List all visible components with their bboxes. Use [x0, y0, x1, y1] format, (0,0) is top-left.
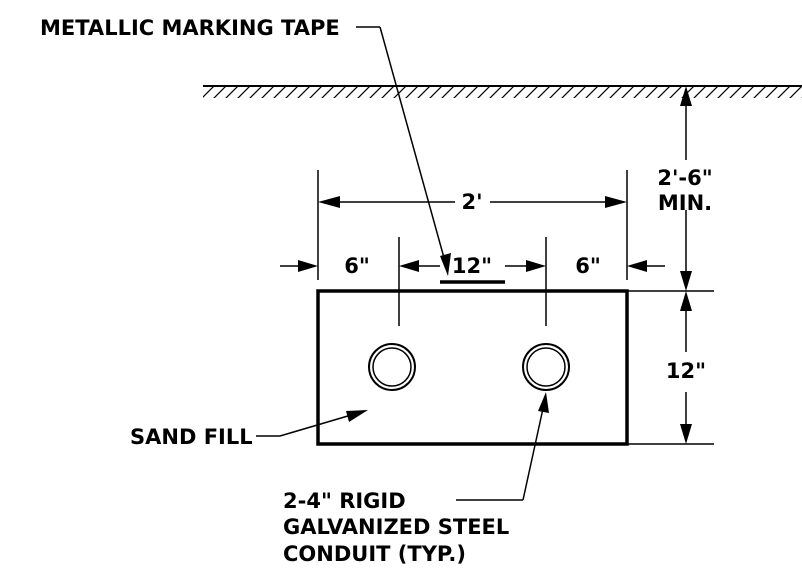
trench-outline [316, 289, 629, 446]
height-dimension [627, 290, 714, 445]
marking-tape-leader [356, 26, 451, 276]
right-offset-label: 6" [575, 254, 601, 278]
depth-value-label: 2'-6" [657, 166, 712, 190]
sand-fill-leader [256, 410, 368, 437]
sand-fill-label: SAND FILL [130, 425, 253, 449]
ground-surface [203, 85, 802, 98]
width-dimension [317, 170, 628, 280]
depth-dimension [680, 86, 692, 291]
conduit-label-line2: GALVANIZED STEEL [283, 515, 509, 539]
left-offset-label: 6" [344, 254, 370, 278]
conduit-label-line1: 2-4" RIGID [283, 489, 406, 513]
trench-height-label: 12" [666, 359, 706, 383]
conduit-left [368, 343, 416, 391]
conduit-leader [456, 392, 549, 501]
ground-hatch [203, 86, 802, 98]
conduit-label-line3: CONDUIT (TYP.) [283, 542, 466, 566]
width-total-label: 2' [461, 190, 482, 214]
conduit-right [522, 343, 570, 391]
conduit-spacing-label: 12" [452, 254, 492, 278]
spacing-dimension [280, 260, 665, 272]
depth-min-label: MIN. [658, 191, 712, 215]
marking-tape-label: METALLIC MARKING TAPE [40, 16, 340, 40]
